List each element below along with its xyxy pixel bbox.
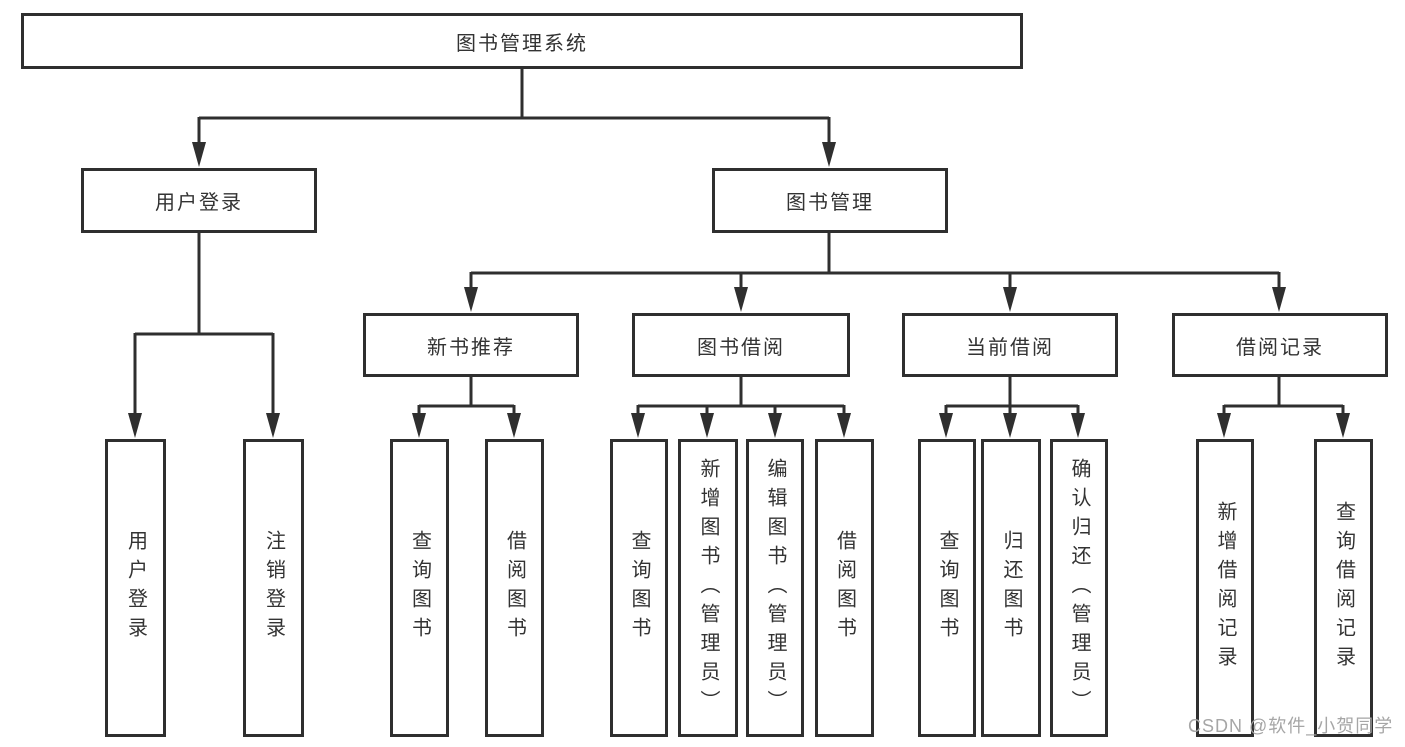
- node-new-book-recommendation: 新书推荐: [363, 313, 579, 377]
- csdn-watermark: CSDN @软件_小贺同学: [1188, 716, 1394, 736]
- leaf-query-books-borrowing: 查询图书: [610, 439, 668, 737]
- node-borrowing-records: 借阅记录: [1172, 313, 1388, 377]
- leaf-add-books-admin: 新增图书（管理员）: [678, 439, 738, 737]
- leaf-confirm-return-admin: 确认归还（管理员）: [1050, 439, 1108, 737]
- leaf-edit-books-admin: 编辑图书（管理员）: [746, 439, 804, 737]
- node-book-management: 图书管理: [712, 168, 948, 233]
- leaf-logout: 注销登录: [243, 439, 304, 737]
- node-user-login: 用户登录: [81, 168, 317, 233]
- leaf-borrow-books-recommend: 借阅图书: [485, 439, 544, 737]
- node-library-management-system: 图书管理系统: [21, 13, 1023, 69]
- leaf-query-books-current: 查询图书: [918, 439, 976, 737]
- leaf-borrow-books: 借阅图书: [815, 439, 874, 737]
- leaf-user-login: 用户登录: [105, 439, 166, 737]
- node-current-borrowing: 当前借阅: [902, 313, 1118, 377]
- leaf-query-books-recommend: 查询图书: [390, 439, 449, 737]
- leaf-query-borrow-record: 查询借阅记录: [1314, 439, 1373, 737]
- leaf-add-borrow-record: 新增借阅记录: [1196, 439, 1254, 737]
- node-book-borrowing: 图书借阅: [632, 313, 850, 377]
- leaf-return-books: 归还图书: [981, 439, 1041, 737]
